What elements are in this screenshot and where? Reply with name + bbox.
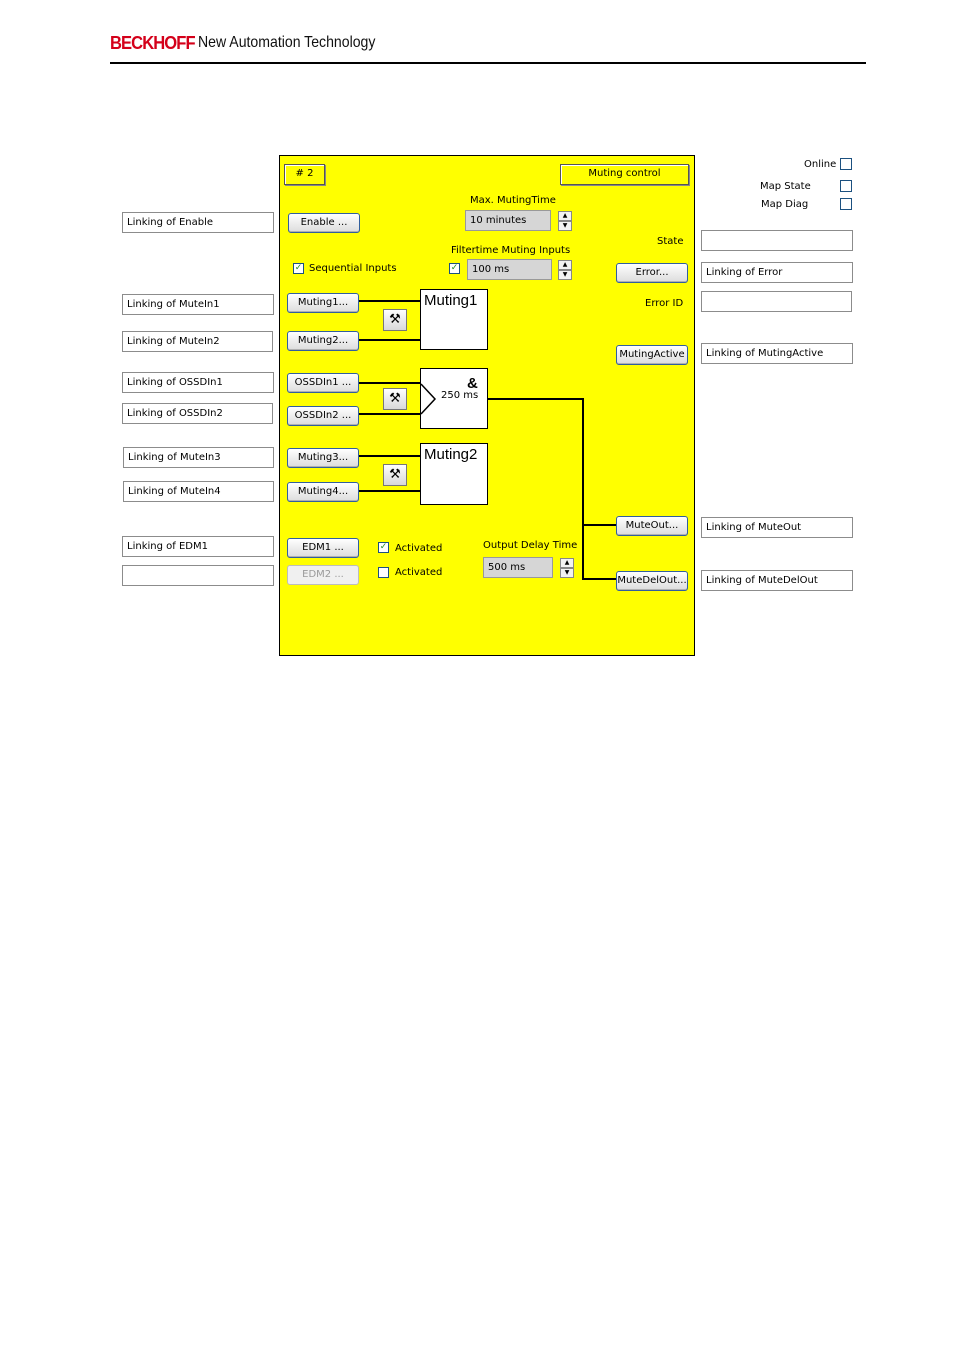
output-line: [582, 398, 584, 580]
state-field[interactable]: [701, 230, 853, 251]
muting3-button[interactable]: Muting3...: [287, 448, 359, 468]
ossdin2-button[interactable]: OSSDIn2 ...: [287, 406, 359, 426]
filtertime-label: Filtertime Muting Inputs: [451, 245, 571, 256]
connector-line: [359, 382, 420, 384]
online-label: Online: [804, 159, 837, 170]
output-line: [582, 524, 616, 526]
link-field-mutein1[interactable]: Linking of MuteIn1: [122, 294, 274, 315]
muting2-button[interactable]: Muting2...: [287, 331, 359, 351]
muting4-button[interactable]: Muting4...: [287, 482, 359, 502]
error-id-field[interactable]: [701, 291, 852, 312]
brand-logo: BECKHOFF: [110, 33, 196, 53]
map-diag-checkbox[interactable]: [840, 198, 852, 210]
online-checkbox[interactable]: [840, 158, 852, 170]
and-symbol: &: [467, 375, 478, 392]
link-field-error[interactable]: Linking of Error: [701, 262, 853, 283]
error-id-label: Error ID: [645, 298, 684, 309]
spin-down-icon[interactable]: ▼: [560, 568, 574, 578]
link-field-edm1[interactable]: Linking of EDM1: [122, 536, 274, 557]
edge-trigger-icon: [420, 383, 437, 415]
edm2-button: EDM2 ...: [287, 565, 359, 585]
link-field-mutein4[interactable]: Linking of MuteIn4: [123, 481, 274, 502]
muting2-block: Muting2: [420, 443, 488, 505]
muting1-block: Muting1: [420, 289, 488, 350]
state-label: State: [657, 236, 684, 247]
spin-down-icon[interactable]: ▼: [558, 270, 572, 280]
map-state-checkbox[interactable]: [840, 180, 852, 192]
link-field-edm2[interactable]: [122, 565, 274, 586]
link-field-enable[interactable]: Linking of Enable: [122, 212, 274, 233]
map-diag-label: Map Diag: [761, 199, 809, 210]
connector-line: [359, 300, 420, 302]
brand-tagline: New Automation Technology: [198, 34, 376, 51]
link-field-mute-out[interactable]: Linking of MuteOut: [701, 517, 853, 538]
and-block: & 250 ms: [420, 368, 488, 429]
output-line: [582, 578, 616, 580]
function-block-number: # 2: [284, 164, 325, 185]
edm1-button[interactable]: EDM1 ...: [287, 538, 359, 558]
output-delay-field[interactable]: 500 ms: [483, 557, 553, 578]
tools-icon[interactable]: ⚒: [383, 309, 407, 331]
filtertime-field[interactable]: 100 ms: [467, 259, 552, 280]
panel-title: Muting control: [560, 164, 689, 185]
output-delay-spinner[interactable]: ▲ ▼: [560, 558, 574, 578]
muting1-block-title: Muting1: [424, 292, 478, 309]
spin-up-icon[interactable]: ▲: [558, 260, 572, 270]
link-field-mutein3[interactable]: Linking of MuteIn3: [123, 447, 274, 468]
header-divider: [110, 62, 866, 64]
tools-icon[interactable]: ⚒: [383, 464, 407, 486]
output-line: [488, 398, 584, 400]
mute-del-out-button[interactable]: MuteDelOut...: [616, 571, 688, 591]
ossdin1-button[interactable]: OSSDIn1 ...: [287, 373, 359, 393]
muting1-button[interactable]: Muting1...: [287, 293, 359, 313]
sequential-inputs-label: Sequential Inputs: [309, 263, 397, 274]
link-field-ossdin1[interactable]: Linking of OSSDIn1: [122, 372, 274, 393]
link-field-ossdin2[interactable]: Linking of OSSDIn2: [122, 403, 273, 424]
edm1-activated-label: Activated: [395, 543, 443, 554]
sequential-inputs-checkbox[interactable]: ✓: [293, 263, 304, 274]
connector-line: [359, 413, 420, 415]
max-muting-time-field[interactable]: 10 minutes: [465, 210, 551, 231]
link-field-mute-del-out[interactable]: Linking of MuteDelOut: [701, 570, 853, 591]
mute-out-button[interactable]: MuteOut...: [616, 516, 688, 536]
and-delay-label: 250 ms: [441, 390, 479, 401]
connector-line: [359, 339, 420, 341]
spin-up-icon[interactable]: ▲: [558, 211, 572, 221]
max-muting-time-spinner[interactable]: ▲ ▼: [558, 211, 572, 231]
connector-line: [359, 455, 420, 457]
connector-line: [359, 490, 420, 492]
muting-active-button[interactable]: MutingActive: [616, 345, 688, 365]
map-state-label: Map State: [760, 181, 811, 192]
max-muting-time-label: Max. MutingTime: [470, 195, 556, 206]
edm1-activated-checkbox[interactable]: ✓: [378, 542, 389, 553]
edm2-activated-checkbox[interactable]: [378, 567, 389, 578]
edm2-activated-label: Activated: [395, 567, 443, 578]
output-delay-label: Output Delay Time: [483, 540, 578, 551]
filtertime-checkbox[interactable]: ✓: [449, 263, 460, 274]
link-field-mutein2[interactable]: Linking of MuteIn2: [122, 331, 273, 352]
link-field-muting-active[interactable]: Linking of MutingActive: [701, 343, 853, 364]
muting2-block-title: Muting2: [424, 446, 478, 463]
spin-up-icon[interactable]: ▲: [560, 558, 574, 568]
tools-icon[interactable]: ⚒: [383, 388, 407, 410]
filtertime-spinner[interactable]: ▲ ▼: [558, 260, 572, 280]
error-button[interactable]: Error...: [616, 263, 688, 283]
enable-button[interactable]: Enable ...: [288, 213, 360, 233]
spin-down-icon[interactable]: ▼: [558, 221, 572, 231]
